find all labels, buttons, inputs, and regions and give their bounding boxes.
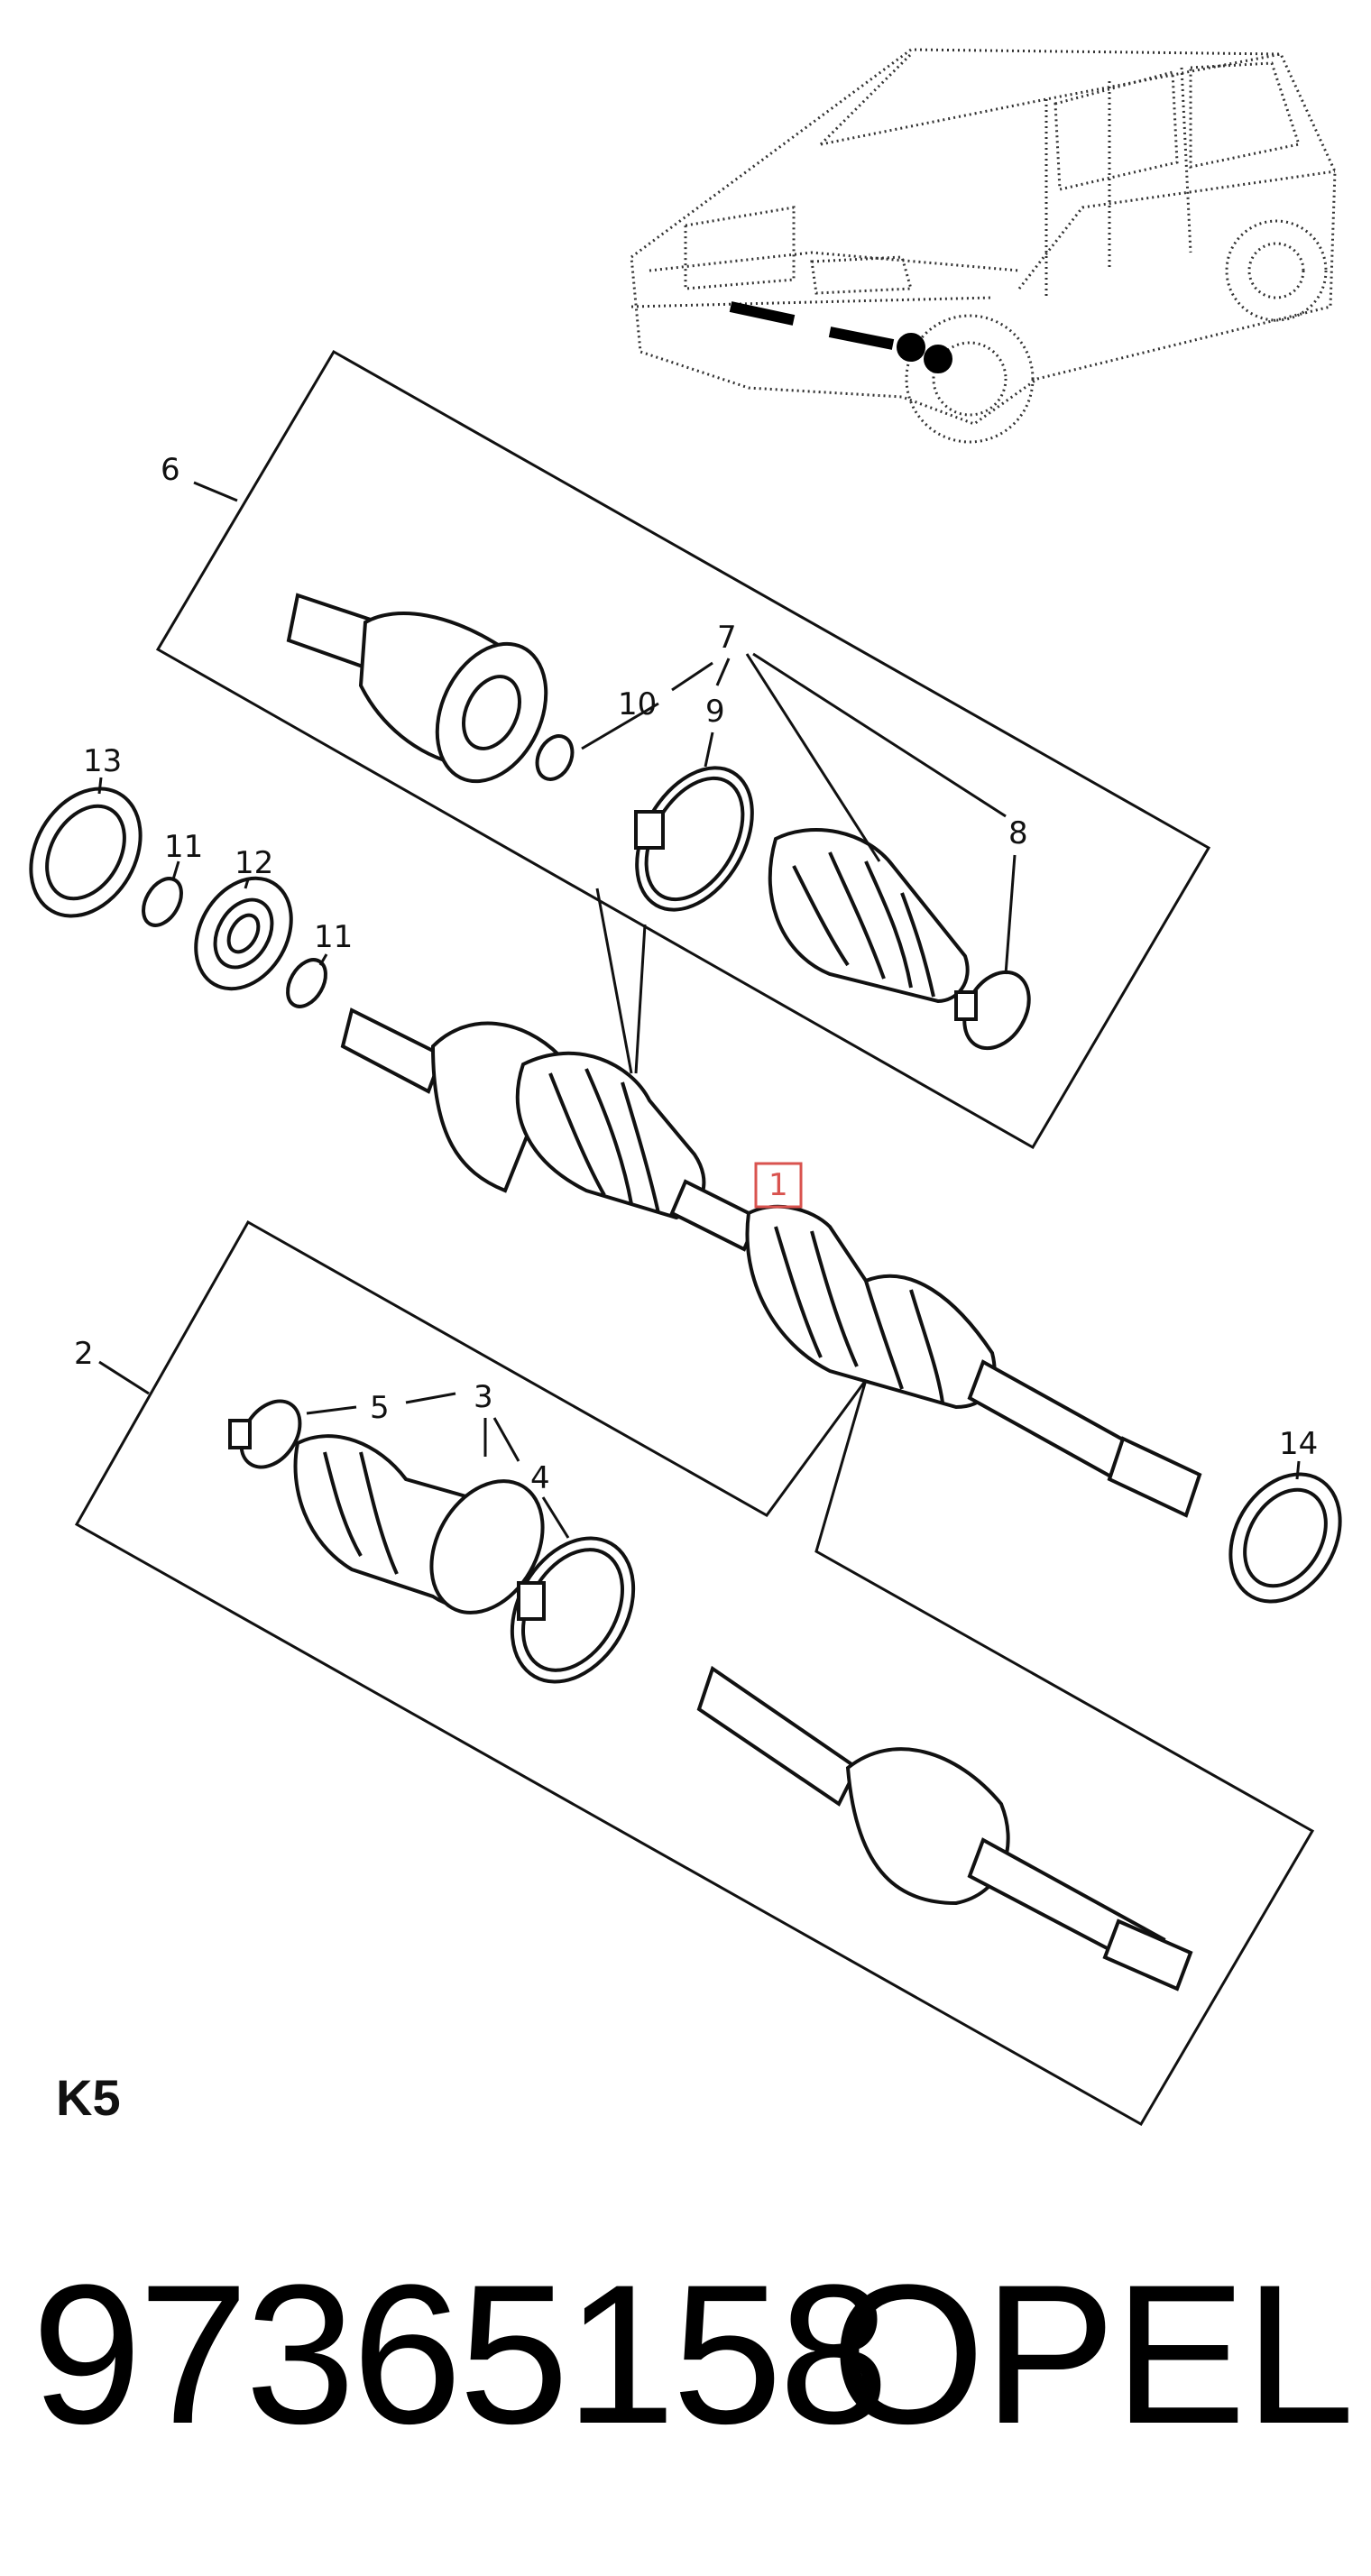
small-clamp-5	[228, 1399, 302, 1469]
section-code: K5	[56, 2069, 121, 2126]
seal-13	[29, 787, 143, 918]
callout-7: 7	[717, 620, 737, 656]
outboard-cv-joint	[286, 593, 548, 784]
callout-11a: 11	[164, 829, 203, 865]
leaders-frame-2	[306, 1392, 570, 1539]
callout-14: 14	[1279, 1426, 1318, 1462]
callout-5: 5	[370, 1390, 390, 1426]
frame-inboard-joint-kit	[74, 1219, 1315, 2127]
brand-name: OPEL	[831, 2243, 1355, 2465]
callout-1: 1	[768, 1167, 788, 1203]
callout-3: 3	[474, 1379, 493, 1415]
leaders-frame-6	[581, 652, 1017, 975]
circlip-11b	[286, 958, 327, 1008]
frame-6-pointer-a	[595, 888, 633, 1074]
circlip-10	[535, 734, 575, 781]
leader-6	[193, 481, 238, 502]
frame-6-pointer-b	[634, 924, 647, 1074]
vehicle-illustration	[630, 48, 1337, 444]
callout-9: 9	[705, 694, 725, 730]
leader-2	[98, 1360, 150, 1395]
leader-14	[1295, 1460, 1301, 1480]
bearing-12	[194, 876, 293, 991]
callout-1-box	[754, 1162, 803, 1209]
part-info-footer: 97365158 OPEL	[0, 2219, 1371, 2489]
part-number: 97365158	[32, 2243, 889, 2465]
callout-12: 12	[235, 845, 273, 881]
seal-14	[1228, 1472, 1342, 1604]
inboard-boot-3	[293, 1434, 545, 1615]
boot-clamp-4	[510, 1536, 636, 1684]
boot-clamp-9	[634, 766, 754, 912]
callout-11b: 11	[314, 919, 353, 955]
callout-10: 10	[618, 686, 657, 722]
callout-4: 4	[530, 1460, 550, 1496]
main-driveshaft	[340, 1007, 1202, 1518]
circlip-11a	[142, 877, 183, 927]
callout-13: 13	[83, 743, 122, 779]
inboard-cv-joint	[696, 1665, 1193, 1992]
callout-2: 2	[74, 1336, 94, 1372]
leaders-left	[97, 777, 328, 966]
callout-8: 8	[1008, 815, 1028, 851]
outboard-boot-7	[768, 828, 970, 1004]
vehicle-driveshaft-highlight	[729, 301, 952, 373]
frame-outboard-joint-kit	[155, 349, 1211, 1150]
small-clamp-8	[954, 970, 1031, 1051]
callout-6: 6	[161, 452, 180, 488]
